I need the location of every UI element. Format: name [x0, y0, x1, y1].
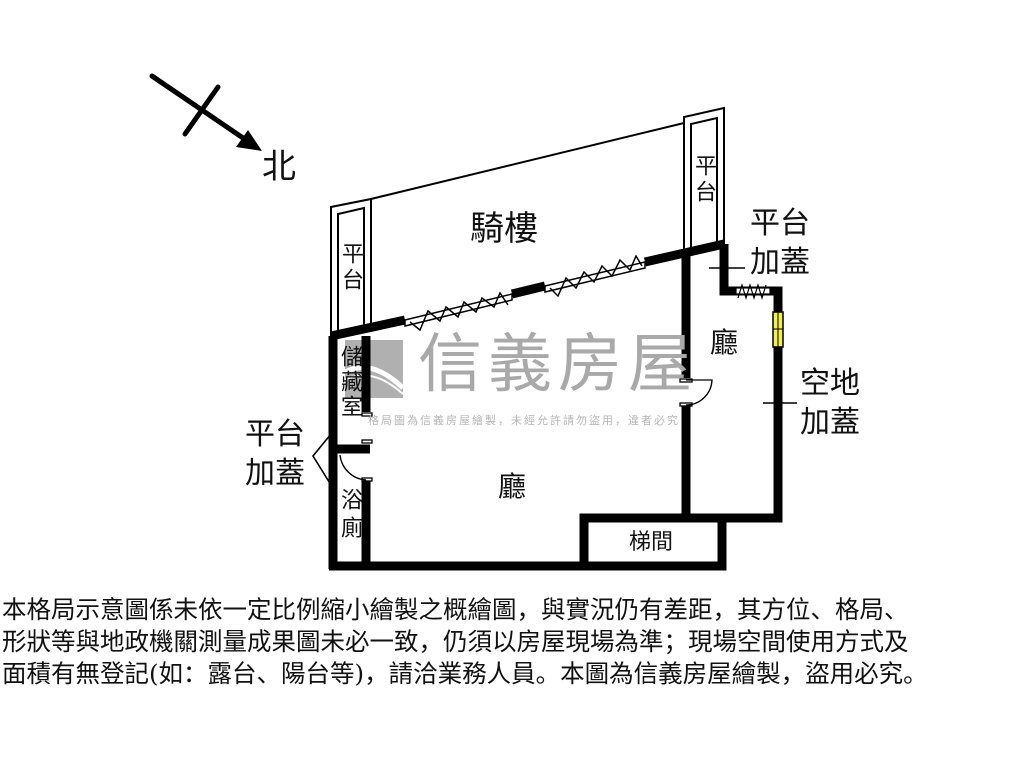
annotation-platform-addition-top-1: 平台: [750, 206, 810, 241]
door-storage-icon: [361, 412, 373, 444]
door-bathroom-icon: [339, 454, 373, 482]
door-living-icon: [679, 378, 713, 407]
room-storage: 儲藏室: [337, 345, 362, 420]
watermark-logo-icon: [343, 340, 405, 398]
front-window-icon: [404, 254, 646, 332]
room-platform-right: 平台: [691, 154, 716, 206]
room-platform-left: 平台: [338, 242, 363, 294]
annotation-vacant-land-addition-2: 加蓋: [800, 405, 860, 440]
disclaimer-line: 面積有無登記(如：露台、陽台等)，請洽業務人員。本圖為信義房屋繪製，盜用必究。: [2, 659, 928, 688]
annotation-platform-addition-left-1: 平台: [245, 417, 305, 452]
annotation-vacant-land-addition-1: 空地: [800, 366, 860, 401]
north-arrow-icon: [149, 73, 262, 151]
annotation-platform-addition-left-2: 加蓋: [245, 456, 305, 491]
side-window-icon: [735, 282, 771, 301]
annotation-leaders: [312, 267, 797, 486]
room-bathroom: 浴廁: [337, 488, 362, 544]
compass-label: 北: [262, 147, 296, 187]
room-stairwell: 梯間: [629, 530, 674, 555]
arcade-outline: [330, 106, 725, 336]
disclaimer-line: 形狀等與地政機關測量成果圖未必一致，仍須以房屋現場為準；現場空間使用方式及: [2, 627, 909, 656]
yellow-window-icon: [772, 311, 784, 348]
disclaimer-line: 本格局示意圖係未依一定比例縮小繪製之概繪圖，與實況仍有差距，其方位、格局、: [2, 595, 909, 624]
annotation-platform-addition-top-2: 加蓋: [750, 245, 810, 280]
room-living-main: 廳: [498, 470, 527, 503]
watermark-brand: 信義房屋: [418, 328, 698, 402]
room-arcade: 騎樓: [470, 209, 538, 249]
room-living-side: 廳: [710, 326, 739, 359]
floor-plan: [149, 73, 797, 571]
disclaimer: 本格局示意圖係未依一定比例縮小繪製之概繪圖，與實況仍有差距，其方位、格局、 形狀…: [2, 594, 1022, 690]
watermark-notice: 格局圖為信義房屋繪製，未經允許請勿盜用，違者必究: [368, 414, 680, 427]
walls: [328, 239, 783, 571]
